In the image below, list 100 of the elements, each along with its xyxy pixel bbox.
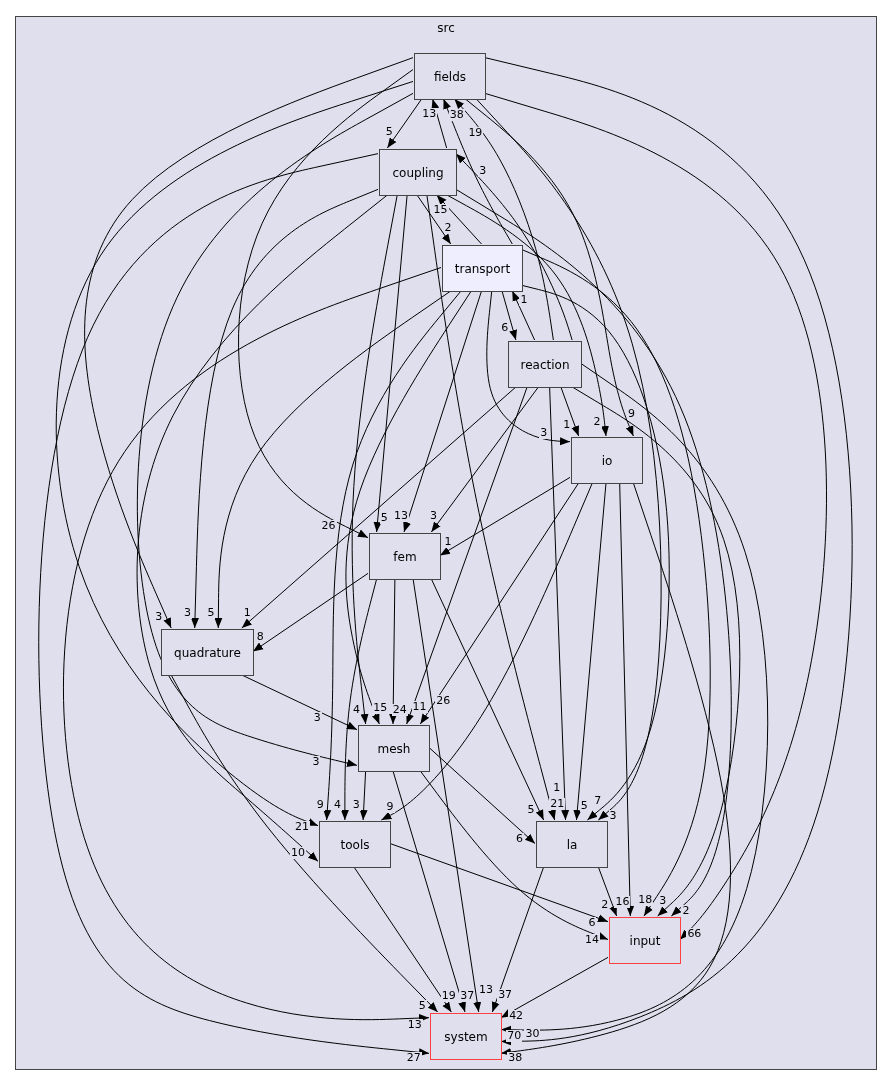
edge-label: 3	[658, 894, 668, 907]
edge-label: 5	[206, 607, 216, 620]
edge-label: 1	[443, 535, 453, 548]
dependency-arrow	[386, 98, 423, 149]
edge-label: 4	[352, 704, 362, 717]
edge-label: 3	[351, 799, 361, 812]
dependency-arrow	[501, 290, 517, 341]
dependency-arrow	[359, 770, 368, 821]
dependency-arrow	[351, 194, 398, 725]
dependency-arrow	[170, 674, 439, 1013]
dependency-arrow	[619, 482, 635, 917]
edge-label: 5	[579, 800, 589, 813]
edge-label: 21	[293, 820, 310, 833]
edge-label: 5	[526, 803, 536, 816]
dependency-arrow	[252, 572, 369, 652]
edge-label: 9	[385, 800, 395, 813]
edge-label: 3	[183, 607, 193, 620]
edge-label: 3	[608, 809, 618, 822]
edge-label: 26	[435, 694, 452, 707]
directory-box: system	[430, 1013, 502, 1060]
dependency-arrow	[475, 98, 662, 821]
dependency-arrow	[136, 194, 388, 862]
dependency-arrow	[491, 866, 545, 1013]
edge-label: 1	[552, 781, 562, 794]
dependency-arrow	[389, 578, 398, 725]
edge-label: 13	[393, 510, 410, 522]
edge-label: 21	[549, 798, 566, 811]
dependency-arrow	[380, 482, 593, 821]
dependency-arrow	[455, 153, 573, 341]
edge-label: 1	[519, 294, 529, 307]
dependency-arrow	[430, 386, 539, 533]
directory-box: mesh	[358, 725, 430, 772]
directory-box: io	[571, 437, 643, 484]
dependency-arrow	[373, 194, 408, 533]
dependency-arrow	[428, 747, 536, 844]
directory-box: quadrature	[161, 629, 254, 676]
edge-label: 5	[384, 126, 394, 138]
dependency-arrow	[464, 98, 634, 437]
dependency-arrow	[439, 476, 571, 556]
edge-label: 37	[459, 990, 476, 1003]
dependency-arrow	[511, 290, 536, 341]
directory-title: src	[436, 21, 456, 35]
dependency-arrow	[597, 866, 618, 917]
edge-label: 24	[391, 703, 408, 716]
edge-label: 9	[315, 799, 325, 812]
dependency-arrow	[521, 249, 711, 917]
edge-label: 3	[478, 165, 488, 178]
edge-label: 1	[562, 418, 572, 431]
dependency-arrow	[214, 290, 452, 629]
dependency-arrow	[455, 188, 732, 917]
dependency-arrow	[62, 267, 442, 1023]
edge-label: 37	[497, 988, 514, 1001]
dependency-arrow	[426, 194, 556, 821]
directory-box: input	[609, 917, 681, 964]
dependency-arrow	[431, 98, 448, 149]
edge-label: 16	[614, 895, 631, 908]
dependency-arrow	[84, 57, 414, 629]
edge-label: 2	[600, 898, 610, 911]
dependency-arrow	[389, 843, 609, 923]
edge-label: 13	[421, 107, 438, 120]
directory-container	[15, 16, 877, 1070]
dependency-arrow	[430, 578, 545, 821]
dependency-arrow	[136, 92, 414, 767]
edge-label: 5	[379, 512, 389, 525]
dependency-arrow	[436, 194, 482, 245]
dependency-arrow	[500, 482, 732, 1056]
dependency-arrow	[443, 98, 513, 245]
dependency-arrow	[560, 386, 580, 437]
edge-label: 11	[411, 701, 428, 713]
edge-label: 6	[587, 917, 597, 929]
edge-label: 8	[255, 631, 265, 644]
dependency-arrow	[191, 188, 379, 629]
dependency-arrow	[573, 482, 607, 821]
dependency-arrow	[238, 69, 414, 539]
dependency-arrow	[549, 386, 570, 821]
edge-label: 30	[524, 1027, 541, 1040]
edge-label: 18	[637, 893, 654, 906]
directory-box: fields	[414, 53, 486, 100]
dependency-arrow	[484, 92, 827, 940]
dependency-arrow	[241, 386, 517, 629]
dependency-arrow	[55, 80, 414, 827]
dependency-arrow	[403, 290, 482, 533]
edge-label: 1	[242, 607, 252, 619]
edge-label: 6	[500, 321, 510, 334]
dependency-arrow	[323, 290, 462, 821]
dependency-arrow	[419, 482, 580, 725]
edge-label: 26	[320, 519, 337, 532]
directory-box: tools	[319, 821, 391, 868]
edge-label: 19	[467, 127, 484, 139]
edge-label: 10	[289, 846, 306, 859]
dependency-arrow	[416, 194, 452, 245]
dependency-arrow	[500, 363, 769, 1034]
dependency-arrow	[486, 290, 571, 446]
edge-label: 4	[332, 799, 342, 812]
dependency-arrow	[453, 98, 554, 341]
dependency-arrow	[340, 578, 378, 821]
dependency-arrow	[412, 578, 482, 1013]
edge-label: 15	[432, 203, 449, 216]
dependency-arrow	[500, 956, 609, 1019]
dependency-arrow	[392, 770, 466, 1013]
